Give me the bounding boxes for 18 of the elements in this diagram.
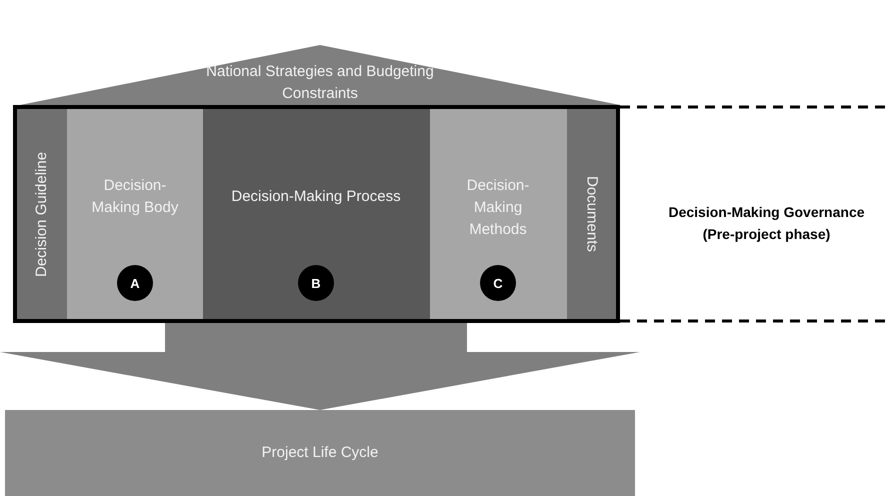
letter-badge: B	[298, 265, 334, 301]
column-label: Decision-Making Body	[90, 176, 180, 218]
project-bar	[5, 410, 635, 496]
bar-label: Project Life Cycle	[260, 443, 380, 463]
column-panel	[203, 109, 430, 319]
letter-badge: C	[480, 265, 516, 301]
letter-badge: A	[117, 265, 153, 301]
column-panel	[67, 109, 203, 319]
roof-text: National Strategies and Budgeting Constraints	[205, 62, 435, 104]
column-panel	[430, 109, 567, 319]
column-panel	[567, 109, 616, 319]
column-label: Decision Guideline	[32, 150, 51, 279]
column-panel	[17, 109, 67, 319]
column-label: Decision-Making Process	[230, 187, 402, 207]
governance-label: Decision-Making Governance (Pre-project phase)	[667, 203, 866, 244]
column-label: Documents	[582, 175, 602, 254]
block-arrow	[0, 323, 640, 410]
column-label: Decision-Making Methods	[466, 176, 530, 240]
